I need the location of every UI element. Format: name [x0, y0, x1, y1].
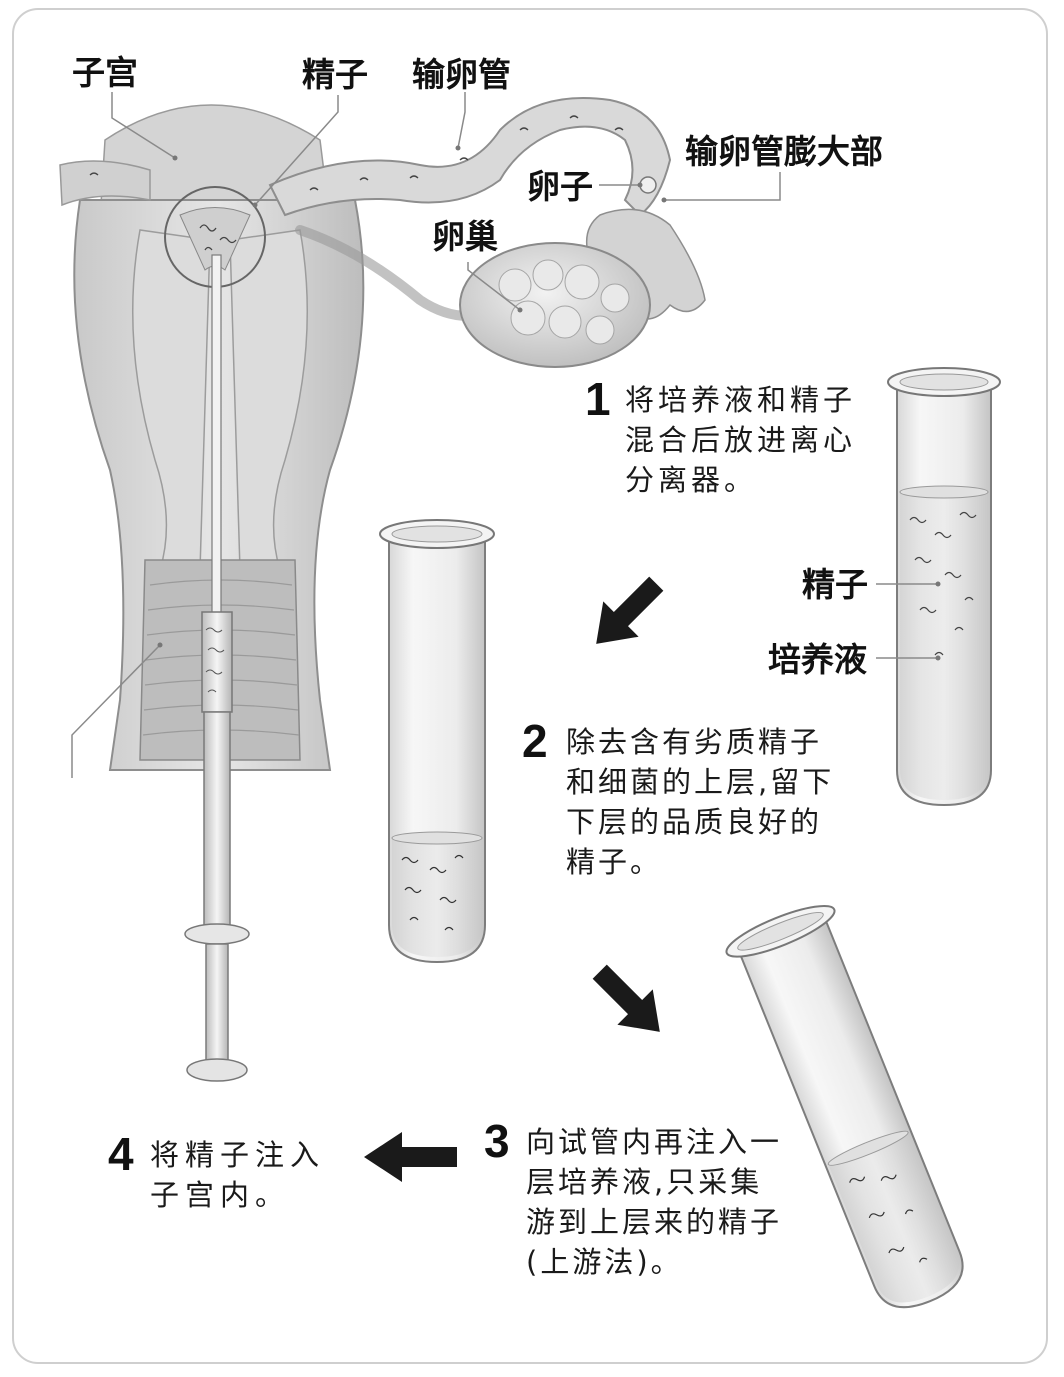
arrow-step1-to-2	[596, 576, 664, 644]
label-egg: 卵子	[527, 167, 593, 206]
step-3: 3 向试管内再注入一 层培养液,只采集 游到上层来的精子 (上游法)。	[484, 1118, 814, 1292]
step-1: 1 将培养液和精子 混合后放进离心 分离器。	[585, 376, 875, 510]
arrow-step2-to-3	[592, 964, 660, 1032]
step-3-line: 向试管内再注入一	[526, 1125, 783, 1159]
step-3-line: 层培养液,只采集	[526, 1165, 763, 1199]
step-3-line: (上游法)。	[526, 1245, 683, 1279]
step-2-line: 下层的品质良好的	[566, 805, 823, 839]
step-2: 2 除去含有劣质精子 和细菌的上层,留下 下层的品质良好的 精子。	[522, 718, 852, 892]
leader-dots	[157, 145, 941, 661]
step-2-text: 除去含有劣质精子 和细菌的上层,留下 下层的品质良好的 精子。	[566, 722, 834, 882]
step-2-line: 精子。	[566, 845, 663, 879]
label-ovary: 卵巢	[432, 217, 498, 256]
leader-lines	[71, 92, 938, 778]
figure-frame	[12, 8, 1048, 1364]
step-2-line: 除去含有劣质精子	[566, 725, 823, 759]
step-4: 4 将精子注入 子宫内。	[108, 1131, 348, 1225]
step-1-text: 将培养液和精子 混合后放进离心 分离器。	[625, 380, 856, 500]
test-tube-1	[887, 367, 1001, 807]
syringe	[184, 254, 250, 1082]
step-1-number: 1	[585, 373, 611, 425]
step-1-line: 将培养液和精子	[625, 383, 857, 417]
test-tube-3	[725, 904, 964, 1309]
step-4-number: 4	[108, 1128, 134, 1180]
label-sperm-top: 精子	[302, 55, 368, 94]
step-3-number: 3	[484, 1115, 510, 1167]
step-3-text: 向试管内再注入一 层培养液,只采集 游到上层来的精子 (上游法)。	[526, 1122, 782, 1282]
step-4-text: 将精子注入 子宫内。	[150, 1135, 325, 1215]
step-3-line: 游到上层来的精子	[526, 1205, 783, 1239]
label-culture-medium: 培养液	[768, 640, 867, 679]
step-4-line: 将精子注入	[150, 1138, 326, 1172]
step-1-line: 混合后放进离心	[625, 423, 857, 457]
step-2-line: 和细菌的上层,留下	[566, 765, 835, 799]
test-tube-2	[379, 519, 495, 964]
label-ampulla: 输卵管膨大部	[685, 132, 883, 171]
step-1-line: 分离器。	[625, 463, 758, 497]
label-oviduct: 输卵管	[412, 55, 511, 94]
step-2-number: 2	[522, 715, 548, 767]
step-4-line: 子宫内。	[150, 1178, 291, 1212]
arrow-step3-to-4	[364, 1132, 457, 1182]
label-sperm-tube: 精子	[802, 565, 868, 604]
label-uterus: 子宫	[72, 53, 138, 92]
